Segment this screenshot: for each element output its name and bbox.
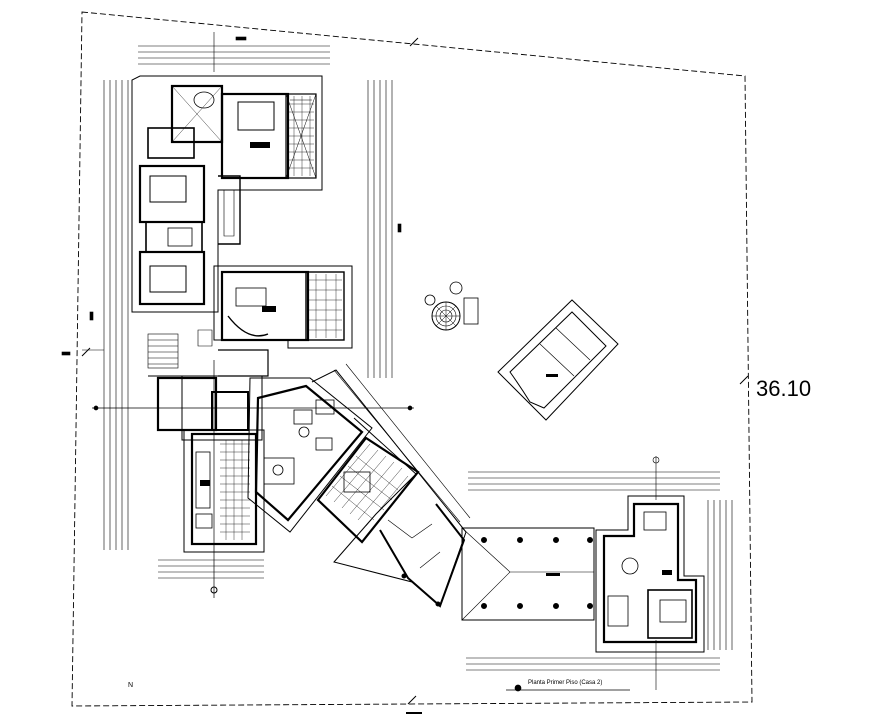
dimension-lines-bottom [158,559,264,579]
stair-circulation [147,329,269,377]
hatch-middle [308,274,342,338]
hatch-dining [325,443,409,527]
guest-unit [595,495,705,653]
middle-block [213,265,353,349]
hatch-kitchen [220,440,250,540]
upper-wing [131,75,323,313]
dimension-lines-right-upper [367,80,402,378]
boundary-ticks [81,37,749,714]
plot-boundary [71,11,753,707]
diagonal-corridor [311,363,471,608]
dimension-lines-top [138,32,330,72]
garden-umbrella [424,281,479,331]
dimension-lines-left [61,80,129,550]
service-wing [148,360,265,598]
plot-dimension-label: 36.10 [756,376,812,401]
living-room [247,377,373,533]
swimming-pool [497,299,619,421]
hatch-upper-right [288,96,314,176]
dimension-lines-right-lower [466,456,733,690]
axis-line [92,405,414,411]
plan-title: Planta Primer Piso (Casa 2) [528,680,603,686]
title-marker [506,684,630,692]
covered-terrace [461,527,595,621]
north-marker: N [128,682,134,689]
